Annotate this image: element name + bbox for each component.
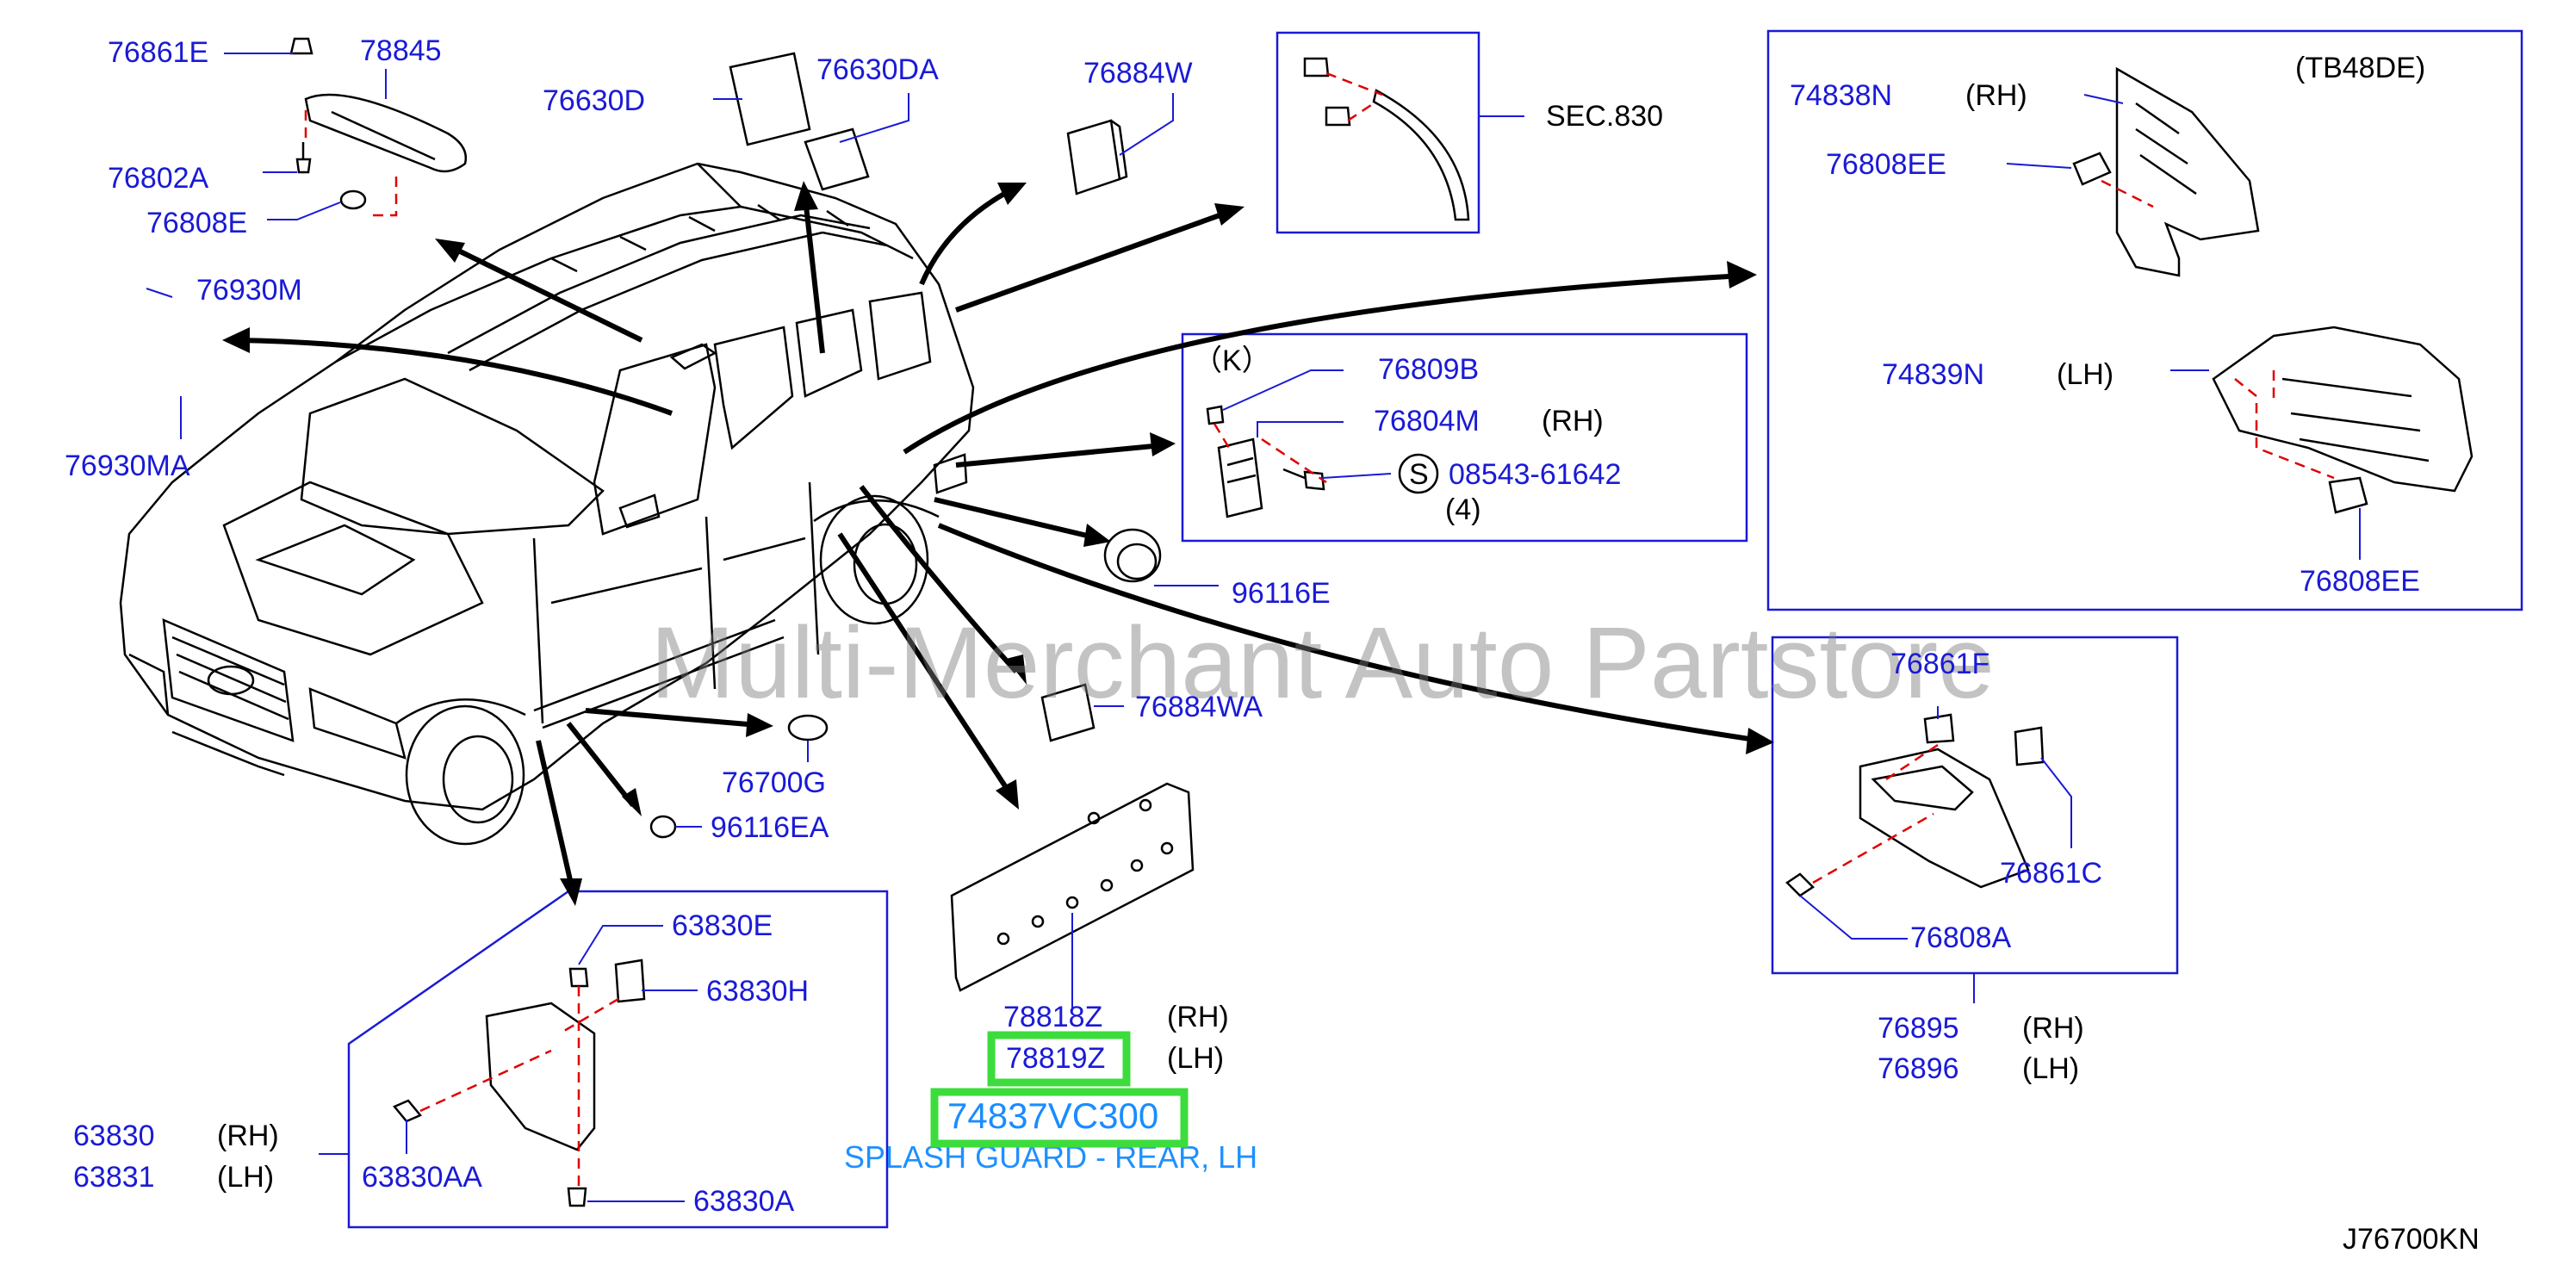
tb48de-box <box>1766 29 2523 611</box>
label-76884WA[interactable]: 76884WA <box>1135 691 1263 723</box>
label-rh-63830: (RH) <box>217 1120 279 1152</box>
label-qty-4: (4) <box>1445 493 1481 526</box>
sec830-box <box>1276 31 1480 234</box>
label-63830E[interactable]: 63830E <box>672 909 773 942</box>
label-76630DA[interactable]: 76630DA <box>816 53 939 86</box>
label-76895[interactable]: 76895 <box>1878 1012 1959 1045</box>
label-76809B[interactable]: 76809B <box>1378 353 1479 386</box>
label-sec830[interactable]: SEC.830 <box>1546 100 1663 133</box>
part-graphics <box>289 37 2474 1207</box>
diagram-code: J76700KN <box>2343 1223 2480 1256</box>
watermark: Multi-Merchant Auto Partstore <box>650 606 1995 720</box>
label-76896[interactable]: 76896 <box>1878 1052 1959 1085</box>
label-76808EE-top[interactable]: 76808EE <box>1826 148 1946 181</box>
label-k: （K） <box>1193 344 1271 377</box>
label-76884W[interactable]: 76884W <box>1083 57 1193 90</box>
label-96116EA[interactable]: 96116EA <box>711 811 829 844</box>
label-76808EE-bottom[interactable]: 76808EE <box>2300 565 2420 598</box>
label-lh-63831: (LH) <box>217 1161 274 1194</box>
label-rh-74838N: (RH) <box>1965 79 2027 112</box>
label-76861C[interactable]: 76861C <box>2000 857 2102 890</box>
label-76808A[interactable]: 76808A <box>1910 921 2012 954</box>
label-74838N[interactable]: 74838N <box>1790 79 1892 112</box>
label-rh-78818Z: (RH) <box>1167 1001 1229 1033</box>
label-76930M[interactable]: 76930M <box>196 274 302 307</box>
label-76630D[interactable]: 76630D <box>543 84 645 117</box>
label-78818Z[interactable]: 78818Z <box>1003 1001 1102 1033</box>
k-box <box>1181 332 1748 543</box>
label-76700G[interactable]: 76700G <box>722 766 826 799</box>
label-76930MA[interactable]: 76930MA <box>65 450 190 482</box>
label-63830AA[interactable]: 63830AA <box>362 1161 482 1194</box>
mudguard-front-box <box>347 890 889 1229</box>
label-lh-76896: (LH) <box>2022 1052 2079 1085</box>
pointer-arrows <box>222 181 1774 906</box>
label-rh-76804M: (RH) <box>1542 405 1604 437</box>
label-lh-78819Z: (LH) <box>1167 1042 1224 1075</box>
label-76861E[interactable]: 76861E <box>108 36 208 69</box>
label-tb48de: (TB48DE) <box>2295 52 2425 84</box>
label-76802A[interactable]: 76802A <box>108 162 209 195</box>
highlight-74837VC300 <box>930 1088 1189 1148</box>
label-96116E[interactable]: 96116E <box>1232 577 1331 610</box>
label-rh-76895: (RH) <box>2022 1012 2084 1045</box>
label-76808E[interactable]: 76808E <box>146 207 247 239</box>
vehicle-outline <box>119 162 975 846</box>
label-74837VC300[interactable]: 74837VC300 <box>947 1095 1158 1136</box>
label-63831[interactable]: 63831 <box>73 1161 155 1194</box>
label-76804M[interactable]: 76804M <box>1374 405 1480 437</box>
part-labels: 76861E 78845 76802A 76808E 76630D 76630D… <box>65 34 2480 1256</box>
label-78845[interactable]: 78845 <box>360 34 442 67</box>
label-78819Z[interactable]: 78819Z <box>1006 1042 1105 1075</box>
label-08543-61642[interactable]: 08543-61642 <box>1449 458 1621 491</box>
label-74839N[interactable]: 74839N <box>1882 358 1984 391</box>
highlight-78819Z <box>987 1031 1131 1087</box>
label-lh-74839N: (LH) <box>2057 358 2114 391</box>
leader-lines <box>146 53 2361 1202</box>
label-63830[interactable]: 63830 <box>73 1120 155 1152</box>
label-63830A[interactable]: 63830A <box>693 1185 795 1218</box>
label-63830H[interactable]: 63830H <box>706 975 809 1008</box>
label-s: S <box>1409 458 1429 491</box>
label-76861F[interactable]: 76861F <box>1890 648 1989 680</box>
